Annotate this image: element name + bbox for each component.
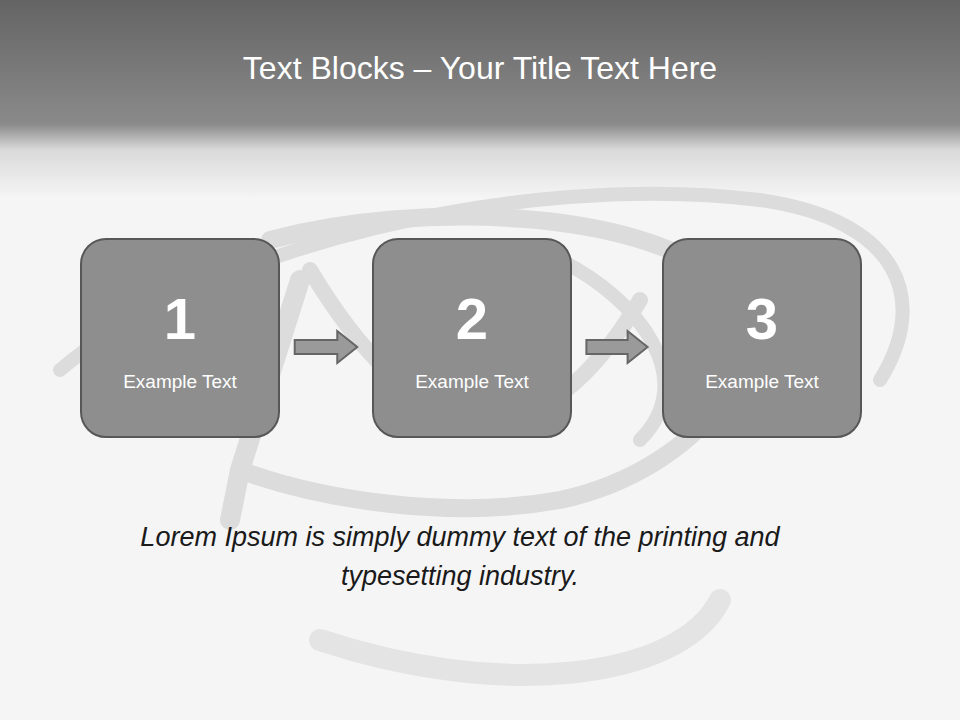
header-band <box>0 0 960 200</box>
swirl <box>320 600 720 675</box>
slide-title: Text Blocks – Your Title Text Here <box>0 50 960 87</box>
swirl <box>560 260 664 440</box>
step-label: Example Text <box>664 370 860 394</box>
block-arrow <box>586 331 647 363</box>
step-number: 1 <box>82 286 278 352</box>
block-arrow <box>295 331 358 363</box>
caption-text: Lorem Ipsum is simply dummy text of the … <box>110 518 810 596</box>
swirl-illustration <box>60 194 903 675</box>
step-box: 3Example Text <box>662 238 862 438</box>
step-label: Example Text <box>374 370 570 394</box>
step-box: 2Example Text <box>372 238 572 438</box>
step-number: 2 <box>374 286 570 352</box>
step-label: Example Text <box>82 370 278 394</box>
step-number: 3 <box>664 286 860 352</box>
step-box: 1Example Text <box>80 238 280 438</box>
